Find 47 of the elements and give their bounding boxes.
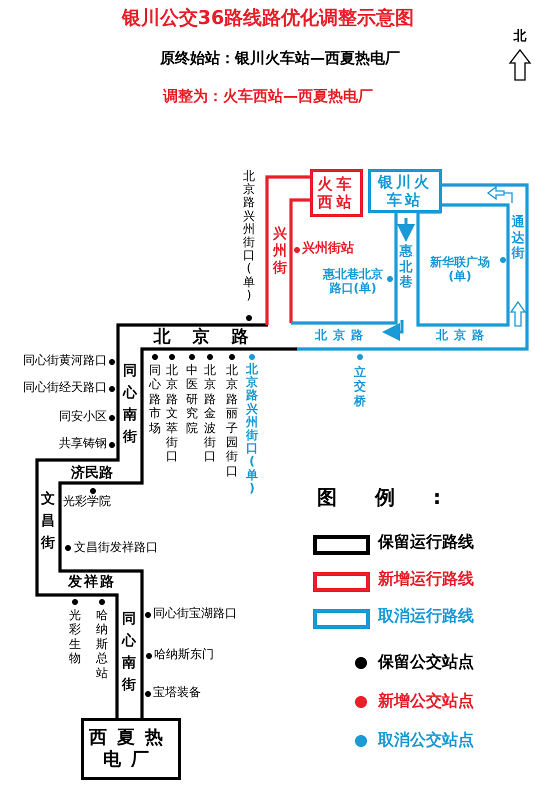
street-name: 通达街 <box>511 215 525 262</box>
stop-name: 新华联广场(单) <box>429 256 491 284</box>
stop-name: 中医研究院 <box>186 363 198 435</box>
stop-name: 北京路文萃街口 <box>166 363 178 464</box>
street-name: 同心南街 <box>122 610 136 696</box>
stop-name: 同心路市场 <box>148 363 162 435</box>
street-name: 兴州街 <box>272 226 288 276</box>
subtitle: 调整为：火车西站—西夏热电厂 <box>163 88 373 106</box>
street-name: 济民路 <box>71 465 113 482</box>
street-name: 同心南街 <box>122 362 138 448</box>
stop-name: 宝塔装备 <box>153 686 201 700</box>
stop-name: 北京路金波街口 <box>204 363 216 464</box>
legend-label: 新增公交站点 <box>378 692 474 710</box>
stop-name: 兴州街站 <box>302 242 354 257</box>
stop-name: 同安小区 <box>59 410 107 424</box>
legend-heading: 图例: <box>317 486 479 509</box>
street-name: 北京路 <box>154 328 270 348</box>
stop-name: 文昌街发祥路口 <box>74 541 158 555</box>
stop-name: 光彩学院 <box>63 495 111 509</box>
stop-name: 北京路丽子园街口 <box>226 363 238 478</box>
terminal-box: 西夏热电厂 <box>81 718 181 780</box>
street-name: 发祥路 <box>68 574 116 590</box>
title: 银川公交36路线路优化调整示意图 <box>122 8 414 30</box>
stop-name: 惠北巷北京路口(单) <box>322 268 384 296</box>
terminal-box: 银川火车站 <box>368 169 442 213</box>
street-name: 惠北巷 <box>399 244 413 291</box>
legend-label: 取消公交站点 <box>378 731 474 750</box>
legend-label: 保留运行路线 <box>378 533 474 552</box>
stop-name: 北京路兴州街口(单) <box>242 170 256 302</box>
place-name: 立交桥 <box>354 365 366 408</box>
terminal-box: 火车西站 <box>310 169 363 217</box>
stop-name: 共享铸钢 <box>59 437 107 451</box>
north-label: 北 <box>514 30 526 45</box>
street-name: 北京路 <box>436 329 490 343</box>
stop-name: 哈纳斯总站 <box>96 608 108 680</box>
street-name: 文昌街 <box>40 490 56 554</box>
stop-name: 同心街黄河路口 <box>23 354 107 368</box>
stop-name: 哈纳斯东门 <box>154 648 214 662</box>
stop-name: 同心街经天路口 <box>23 381 107 395</box>
legend-label: 取消运行路线 <box>378 607 474 626</box>
legend-label: 保留公交站点 <box>378 653 474 672</box>
stop-name: 光彩生物 <box>68 608 82 666</box>
subtitle: 原终始站：银川火车站—西夏热电厂 <box>160 50 400 68</box>
stop-name: 北京路兴州街口(单) <box>246 363 258 495</box>
street-name: 北京路 <box>315 329 369 343</box>
legend-label: 新增运行路线 <box>378 570 474 588</box>
stop-name: 同心街宝湖路口 <box>153 607 237 621</box>
